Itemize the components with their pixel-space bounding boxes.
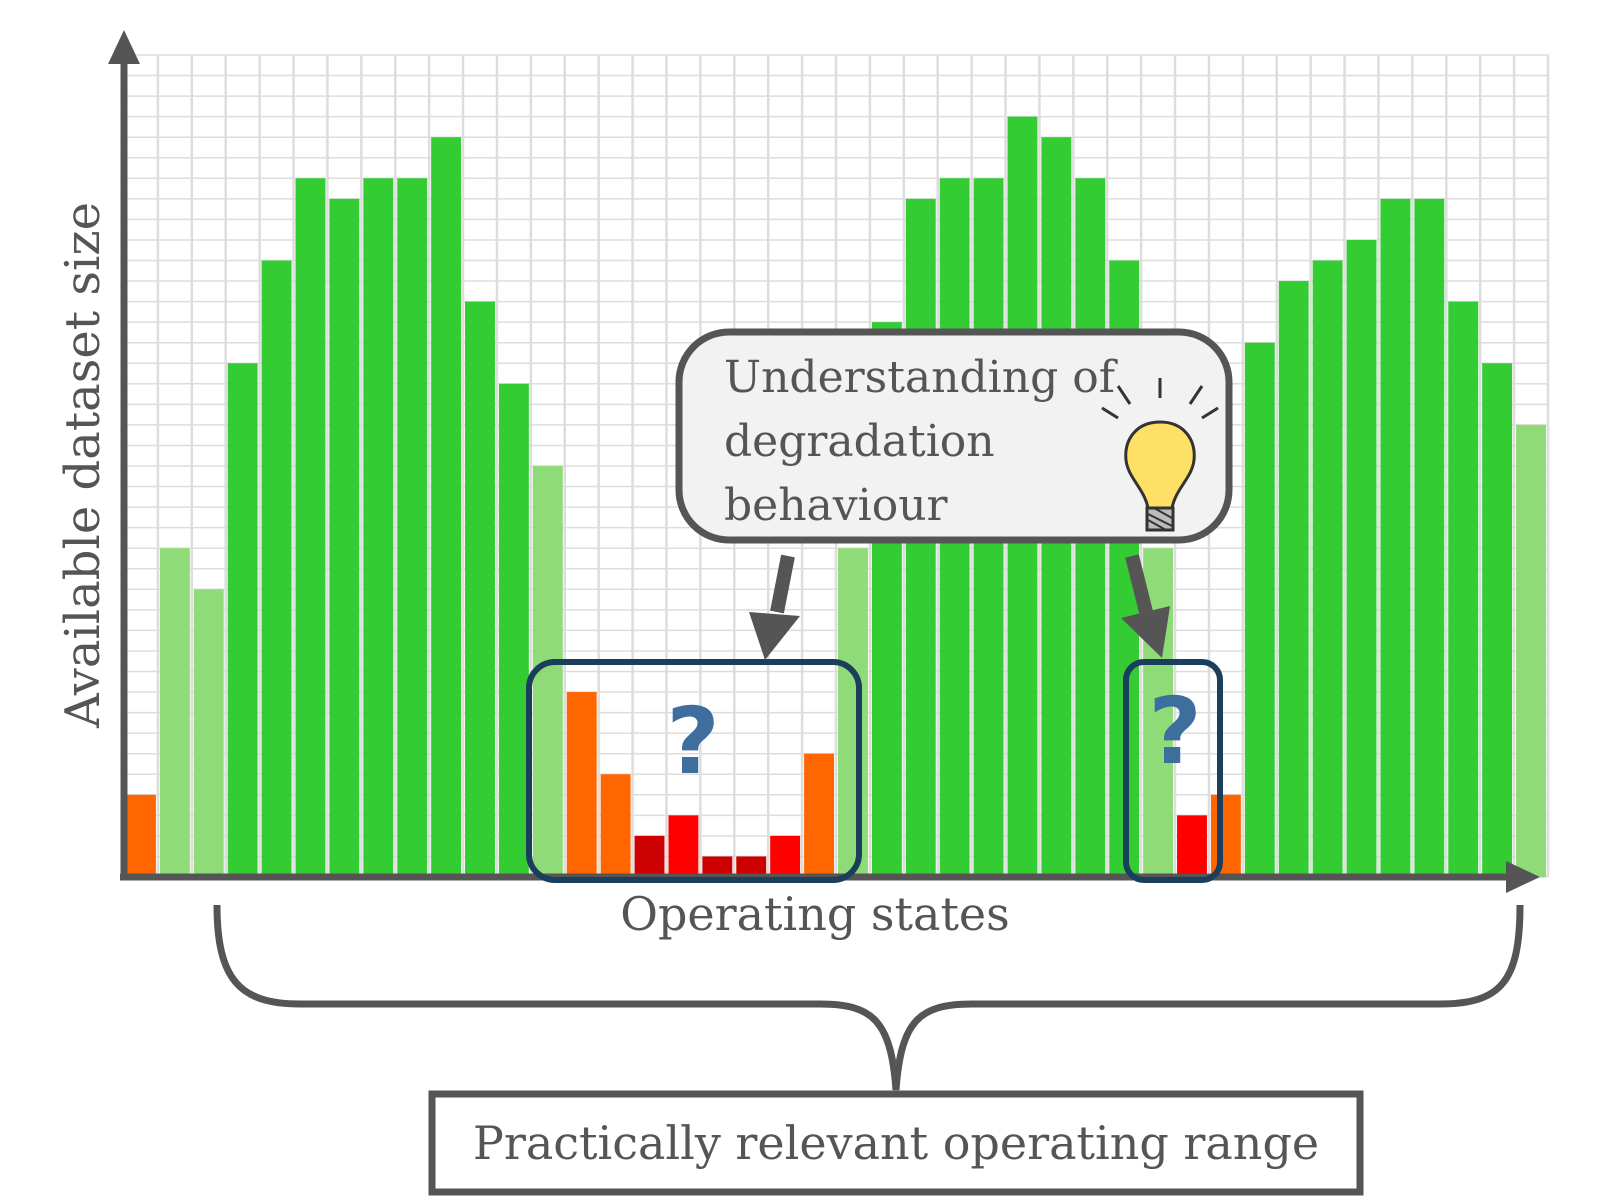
bar <box>295 178 326 878</box>
bar <box>1312 260 1343 877</box>
bar <box>1244 342 1275 877</box>
arrow-right-head <box>1121 606 1170 658</box>
bar <box>329 198 360 878</box>
bar <box>465 301 495 878</box>
bar <box>668 815 699 877</box>
bar <box>804 753 834 877</box>
callout-line-2: degradation <box>724 416 995 467</box>
bar <box>1482 363 1513 877</box>
bar <box>1448 301 1479 878</box>
bar <box>498 383 529 877</box>
bar <box>126 794 156 877</box>
arrow-left-head <box>749 612 800 660</box>
bar <box>1516 424 1546 877</box>
bar <box>261 260 292 877</box>
question-mark-left: ? <box>666 688 719 795</box>
lightbulb-icon <box>1101 378 1219 532</box>
callout-line-1: Understanding of <box>724 352 1118 403</box>
callout-box <box>675 328 1233 544</box>
bar <box>1278 281 1309 877</box>
bar <box>1210 794 1241 877</box>
y-axis-arrowhead <box>108 30 140 64</box>
bar <box>1414 198 1445 878</box>
unknown-box-right <box>1123 659 1223 883</box>
bar <box>193 589 224 877</box>
callout-line-3: behaviour <box>724 480 949 531</box>
range-brace <box>213 904 1524 1091</box>
bar <box>736 856 767 877</box>
bar <box>431 137 462 877</box>
question-mark-right: ? <box>1148 678 1201 785</box>
x-axis-label: Operating states <box>620 887 1010 941</box>
callout: Understanding of degradation behaviour <box>675 328 1233 544</box>
range-label-frame <box>428 1090 1364 1196</box>
bar <box>702 856 733 877</box>
unknown-region-left: ? <box>526 659 862 883</box>
chart-bars <box>126 116 1546 878</box>
chart-grid <box>122 54 1550 878</box>
bar <box>600 774 631 877</box>
bar <box>397 178 428 878</box>
unknown-box-left <box>526 659 862 883</box>
arrow-left-shaft <box>770 554 795 614</box>
bar <box>159 548 190 877</box>
bar <box>566 692 597 877</box>
bar <box>227 363 258 877</box>
bar <box>838 548 868 877</box>
range-label-box: Practically relevant operating range <box>428 1090 1364 1196</box>
bar <box>363 178 394 878</box>
arrow-right-shaft <box>1125 554 1153 614</box>
y-axis-label: Available dataset size <box>55 202 111 729</box>
bar <box>1380 198 1411 878</box>
bar <box>770 835 801 877</box>
bar <box>634 835 665 877</box>
range-label: Practically relevant operating range <box>473 1116 1319 1170</box>
bar <box>1346 239 1377 877</box>
bar <box>1177 815 1207 877</box>
unknown-region-right: ? <box>1123 659 1223 883</box>
callout-arrows <box>749 554 1170 660</box>
x-axis-arrowhead <box>1506 861 1540 893</box>
